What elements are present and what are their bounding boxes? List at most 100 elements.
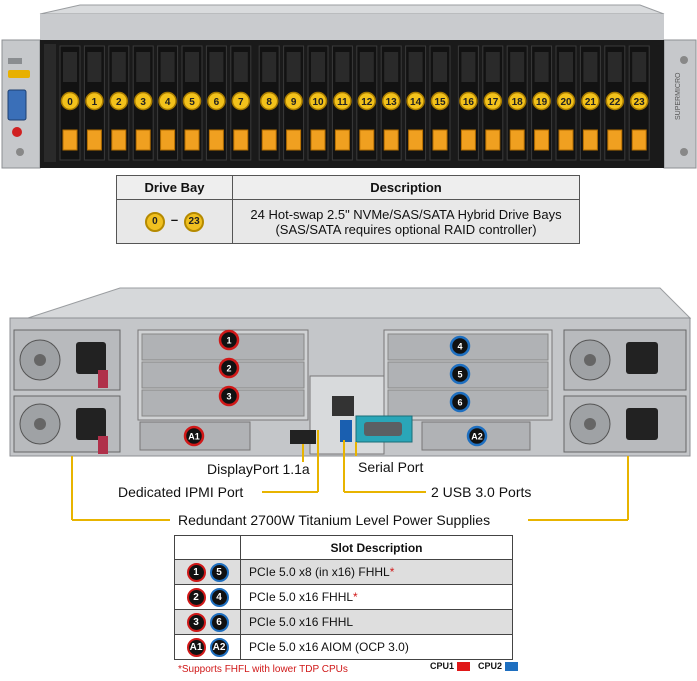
footnote-marker: * xyxy=(389,565,395,579)
drive-bay[interactable]: 15 xyxy=(429,45,451,161)
slot-badge-cpu2: 6 xyxy=(449,391,471,413)
drive-bay[interactable]: 23 xyxy=(628,45,650,161)
drive-bay-number: 13 xyxy=(386,97,398,108)
drive-bay[interactable]: 5 xyxy=(181,45,203,161)
drive-bay[interactable]: 4 xyxy=(157,45,179,161)
drive-bay-number: 4 xyxy=(165,97,171,108)
description-line-1: 24 Hot-swap 2.5" NVMe/SAS/SATA Hybrid Dr… xyxy=(250,206,562,222)
ipmi-port xyxy=(332,396,354,416)
drive-bay-number: 22 xyxy=(609,97,621,108)
ipmi-port-label: Dedicated IPMI Port xyxy=(118,484,244,500)
slot-description: PCIe 5.0 x16 AIOM (OCP 3.0) xyxy=(240,634,513,660)
slot-description: PCIe 5.0 x8 (in x16) FHHL* xyxy=(240,559,513,585)
slot-badge-cpu1: 1 xyxy=(186,562,206,582)
description-header: Description xyxy=(232,175,580,200)
aiom-badge-right: A2 xyxy=(466,425,488,447)
drive-bay-table: Drive Bay Description 0–23 24 Hot-swap 2… xyxy=(116,175,580,244)
drive-bay-number: 20 xyxy=(560,97,572,108)
svg-text:A2: A2 xyxy=(471,432,483,442)
callout-lines-lower xyxy=(71,470,629,521)
drive-bay[interactable]: 12 xyxy=(356,45,378,161)
slot-badge-cpu1: 3 xyxy=(186,612,206,632)
drive-bay-number: 8 xyxy=(266,97,272,108)
displayport-port xyxy=(290,430,316,444)
drive-bay-number: 17 xyxy=(487,97,499,108)
serial-port xyxy=(364,422,402,436)
drive-bay-number: 15 xyxy=(434,97,446,108)
drive-bay-header: Drive Bay xyxy=(116,175,233,200)
drive-bay-number: 7 xyxy=(238,97,244,108)
slot-description-header: Slot Description xyxy=(240,535,513,560)
footnote: *Supports FHFL with lower TDP CPUs xyxy=(178,664,348,675)
legend-swatch xyxy=(457,661,471,671)
displayport-label: DisplayPort 1.1a xyxy=(207,461,310,477)
drive-bay[interactable]: 21 xyxy=(579,45,601,161)
slot-description: PCIe 5.0 x16 FHHL xyxy=(240,609,513,635)
svg-text:2: 2 xyxy=(226,364,231,374)
drive-bay[interactable]: 7 xyxy=(230,45,252,161)
drive-bay[interactable]: 1 xyxy=(83,45,105,161)
drive-bay-description: 24 Hot-swap 2.5" NVMe/SAS/SATA Hybrid Dr… xyxy=(232,199,580,244)
serial-port-label: Serial Port xyxy=(358,459,424,475)
usb-ports-label: 2 USB 3.0 Ports xyxy=(431,484,532,500)
drive-bay-number: 9 xyxy=(291,97,297,108)
aiom-badge-left: A1 xyxy=(183,425,205,447)
psu-right xyxy=(563,329,687,453)
slot-badge-cpu2: 5 xyxy=(449,363,471,385)
drive-bay-number: 18 xyxy=(512,97,524,108)
psu-label: Redundant 2700W Titanium Level Power Sup… xyxy=(178,512,491,528)
drive-bay[interactable]: 8 xyxy=(258,45,280,161)
drive-bay[interactable]: 19 xyxy=(531,45,553,161)
drive-bay[interactable]: 0 xyxy=(59,45,81,161)
slot-badge-cpu2: A2 xyxy=(209,637,229,657)
brand-logo-text: SUPERMICRO xyxy=(675,72,682,120)
drive-bay-number: 3 xyxy=(140,97,146,108)
slot-badge-cpu1: A1 xyxy=(186,637,206,657)
psu-left xyxy=(13,329,121,454)
slot-badge-cpu2: 4 xyxy=(449,335,471,357)
drive-bay[interactable]: 9 xyxy=(283,45,305,161)
drive-bay-number: 2 xyxy=(116,97,122,108)
drive-bay[interactable]: 16 xyxy=(457,45,479,161)
drive-bay-number: 12 xyxy=(361,97,373,108)
drive-bay[interactable]: 18 xyxy=(506,45,528,161)
drive-bay-range: 0–23 xyxy=(116,199,233,244)
drive-bay[interactable]: 3 xyxy=(132,45,154,161)
slot-badge-cpu2: 5 xyxy=(209,562,229,582)
drive-bay[interactable]: 2 xyxy=(108,45,130,161)
drive-bay[interactable]: 6 xyxy=(205,45,227,161)
bay-badge-end: 23 xyxy=(184,211,205,232)
slot-badge-cpu2: 6 xyxy=(209,612,229,632)
slot-badge-cpu1: 2 xyxy=(186,587,206,607)
slot-badge-cpu1: 2 xyxy=(218,357,240,379)
svg-text:1: 1 xyxy=(226,336,231,346)
bay-badge-start: 0 xyxy=(144,211,165,232)
slot-badge-cpu2: 4 xyxy=(209,587,229,607)
drive-bay-number: 23 xyxy=(634,97,646,108)
drive-bay[interactable]: 14 xyxy=(405,45,427,161)
svg-text:A1: A1 xyxy=(188,432,200,442)
drive-bay-number: 21 xyxy=(585,97,597,108)
drive-bay-number: 16 xyxy=(463,97,475,108)
drive-bay[interactable]: 17 xyxy=(482,45,504,161)
drive-bay-number: 5 xyxy=(189,97,195,108)
drive-bay[interactable]: 11 xyxy=(331,45,353,161)
drive-bay[interactable]: 10 xyxy=(307,45,329,161)
svg-text:3: 3 xyxy=(226,392,231,402)
drive-bay[interactable]: 22 xyxy=(604,45,626,161)
svg-text:5: 5 xyxy=(457,370,462,380)
drive-bay-number: 14 xyxy=(410,97,422,108)
drive-bay-number: 19 xyxy=(536,97,548,108)
drive-bay[interactable]: 13 xyxy=(380,45,402,161)
pcie-slots-right xyxy=(387,333,549,417)
drive-bay[interactable]: 20 xyxy=(555,45,577,161)
usb-ports xyxy=(340,420,352,442)
slot-badge-cpu1: 1 xyxy=(218,329,240,351)
